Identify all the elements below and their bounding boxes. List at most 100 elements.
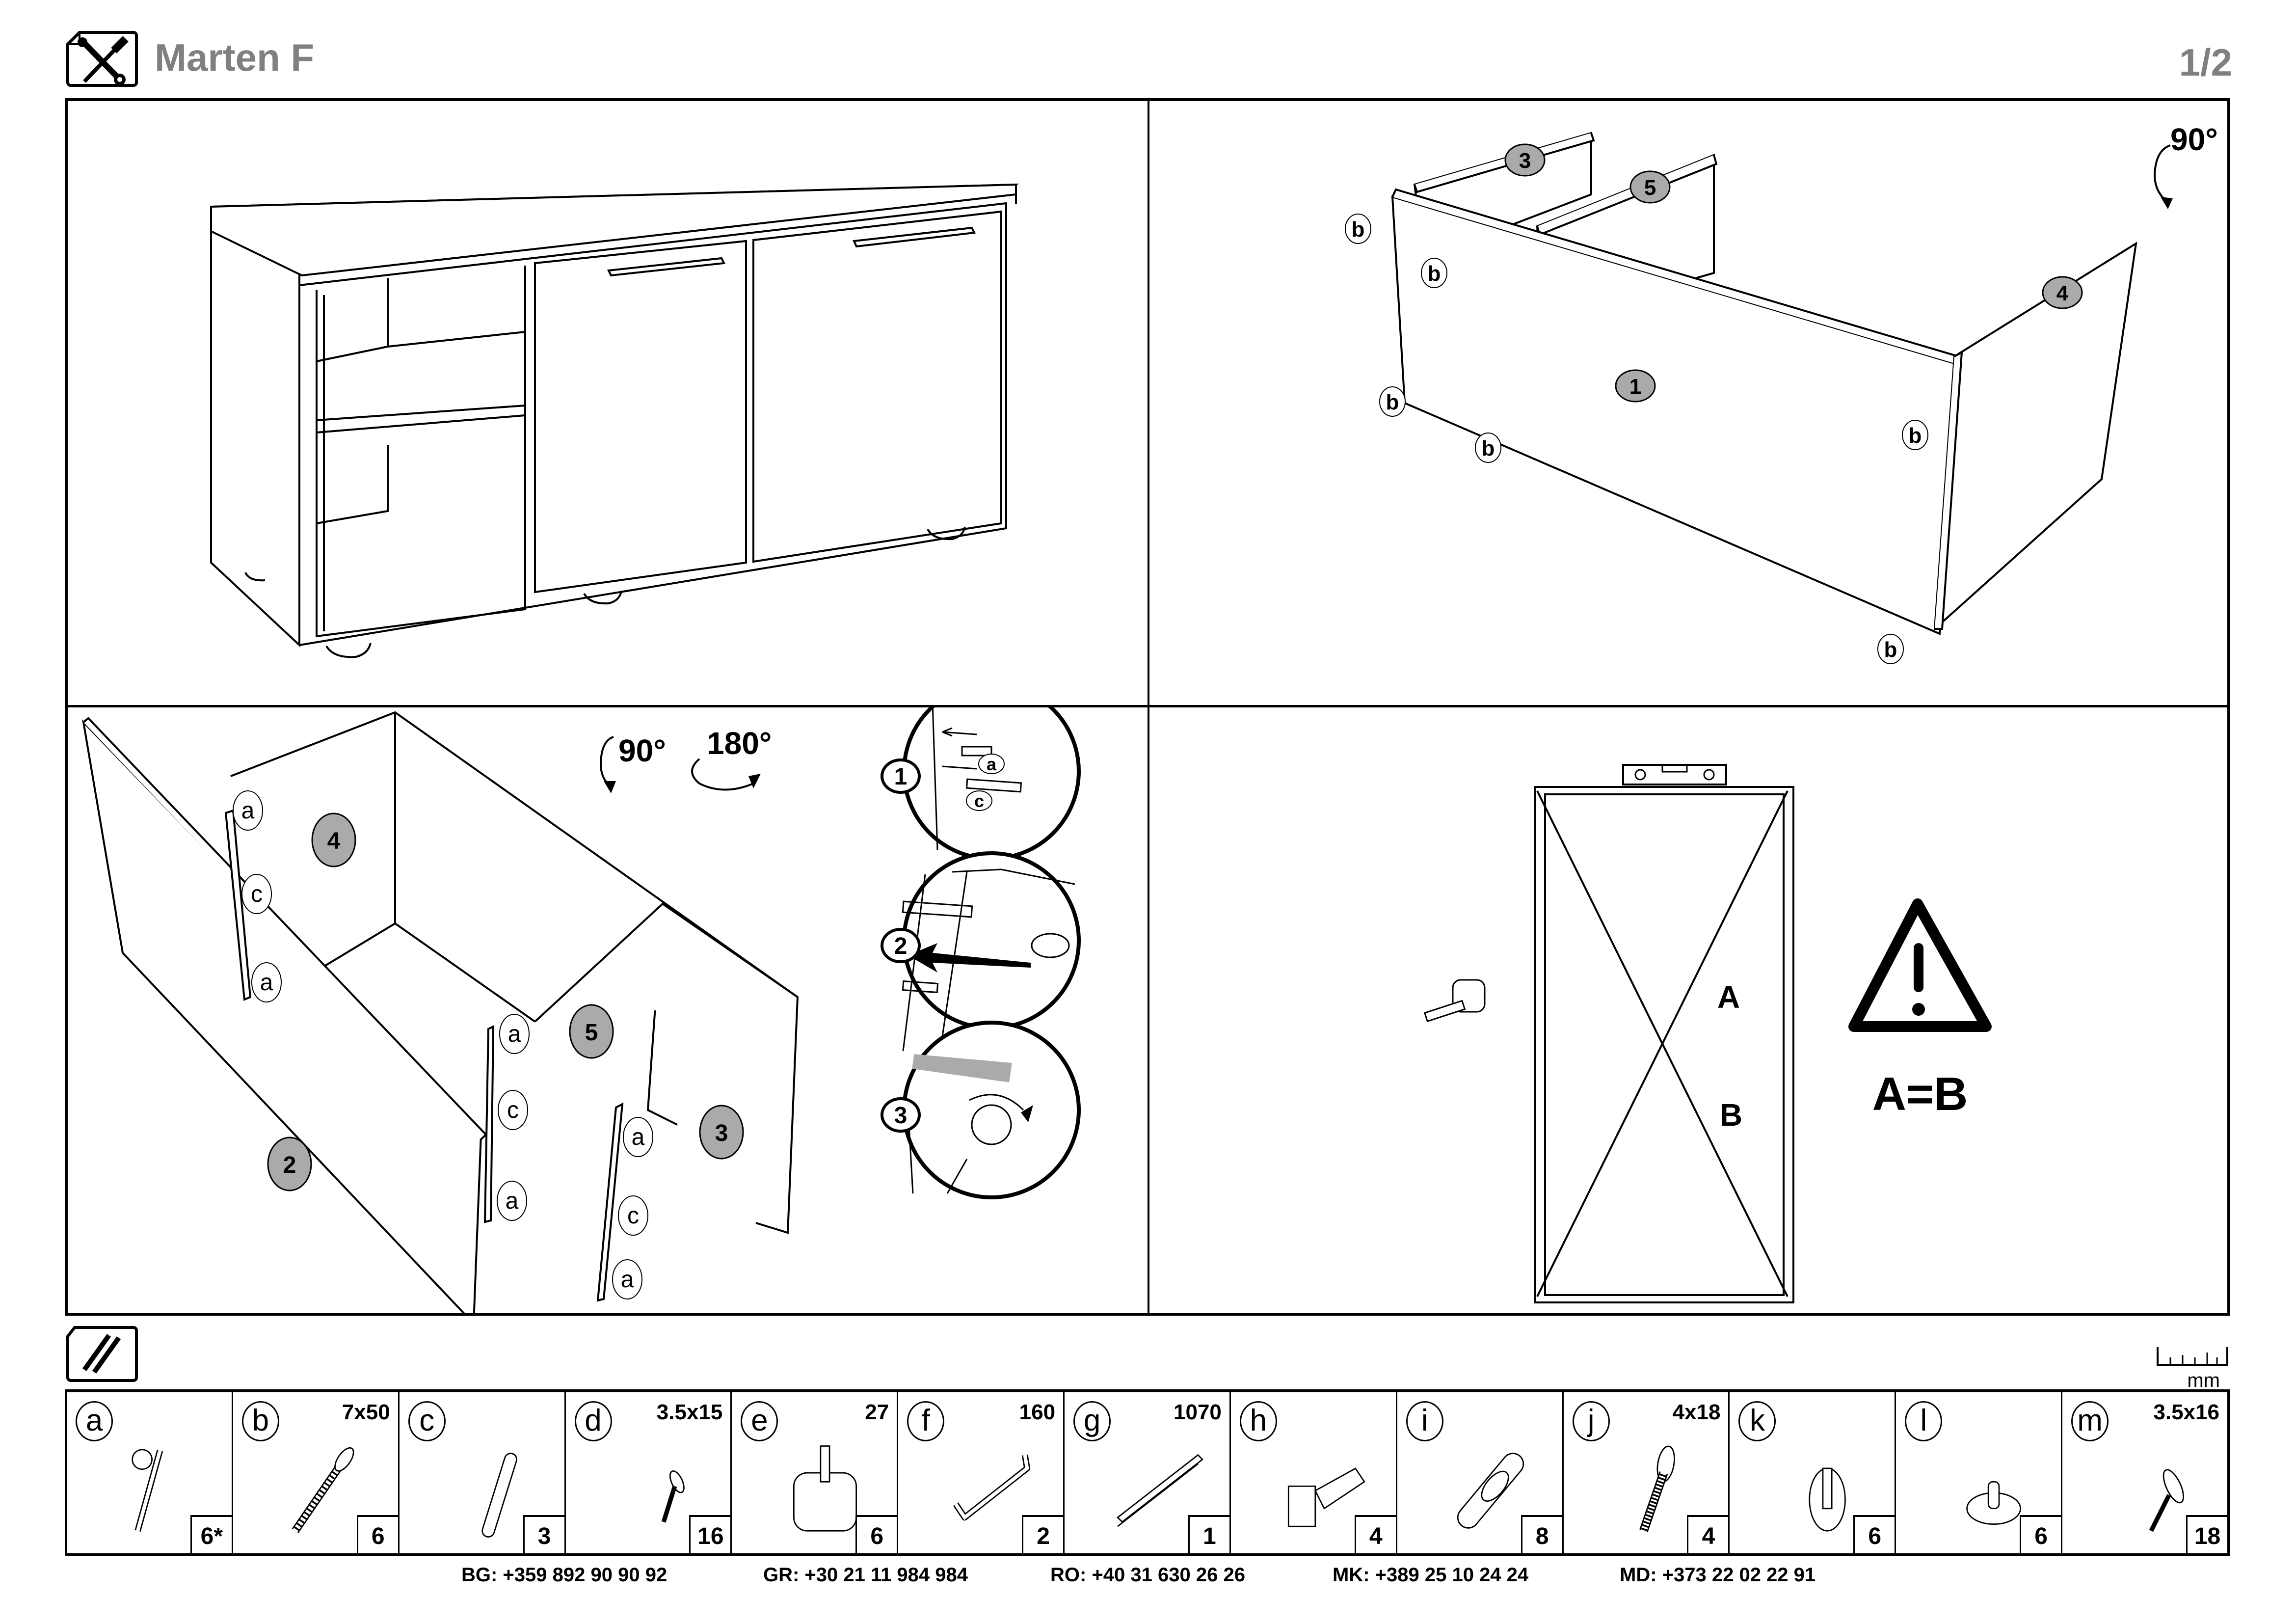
fastener-label-a: a <box>508 1021 521 1047</box>
part-letter: e <box>741 1401 778 1441</box>
handle-icon <box>953 1454 1031 1521</box>
foot-icon <box>793 1445 857 1532</box>
part-size: 27 <box>865 1400 889 1424</box>
part-quantity: 18 <box>2186 1515 2227 1553</box>
part-label-3: 3 <box>1519 149 1531 173</box>
page-number: 1/2 <box>2179 41 2232 84</box>
part-quantity: 6 <box>2020 1515 2061 1553</box>
detail-number-3: 3 <box>894 1103 908 1129</box>
fastener-label-c: c <box>507 1097 519 1123</box>
part-letter: f <box>907 1401 945 1441</box>
equation-label: A=B <box>1872 1068 1968 1120</box>
part-quantity: 4 <box>1354 1515 1396 1553</box>
part-letter: a <box>76 1401 113 1441</box>
hardware-item-a: a 6* <box>67 1392 233 1553</box>
step-1-panel: 3 5 1 4 b b b b b b 90° <box>1149 101 2227 704</box>
part-quantity: 3 <box>523 1515 564 1553</box>
tape-measure-icon <box>1423 979 1486 1023</box>
diagonal-label-a: A <box>1717 979 1740 1015</box>
cabinet-illustration <box>210 183 1019 658</box>
detail-part-c: c <box>974 791 984 811</box>
step-3-panel: A B A=B <box>1149 707 2227 1313</box>
fastener-label-a: a <box>506 1188 519 1214</box>
fastener-label-b: b <box>1386 390 1399 414</box>
part-quantity: 6 <box>1853 1515 1895 1553</box>
part-size: 4x18 <box>1672 1400 1721 1424</box>
unit-label: mm <box>2187 1370 2220 1391</box>
detail-number-2: 2 <box>894 933 908 959</box>
spirit-level-icon <box>1622 764 1727 785</box>
detail-part-a: a <box>987 754 997 774</box>
part-label-5: 5 <box>585 1020 598 1046</box>
part-letter: h <box>1239 1401 1277 1441</box>
overview-panel <box>69 101 1147 704</box>
part-labels: 3 5 1 4 <box>1504 143 2083 403</box>
machine-screw-icon <box>1639 1445 1675 1533</box>
confirmat-screw-icon <box>292 1447 354 1533</box>
pan-screw-icon <box>2149 1469 2185 1532</box>
part-size: 1070 <box>1174 1400 1222 1424</box>
part-size: 160 <box>1019 1400 1056 1424</box>
part-letter: j <box>1572 1401 1610 1441</box>
fastener-label-a: a <box>621 1267 634 1293</box>
hardware-item-f: f 160 2 <box>898 1392 1065 1553</box>
fastener-label-a: a <box>260 970 273 996</box>
contact-gr: GR: +30 21 11 984 984 <box>763 1564 968 1586</box>
fastener-label-b: b <box>1909 424 1922 448</box>
dowel-icon <box>481 1453 517 1538</box>
fastener-label-b: b <box>1428 262 1441 286</box>
part-letter: c <box>408 1401 446 1441</box>
part-letter: g <box>1073 1401 1111 1441</box>
part-quantity: 4 <box>1687 1515 1729 1553</box>
part-letter: k <box>1738 1401 1776 1441</box>
hardware-item-j: j 4x18 4 <box>1564 1392 1730 1553</box>
rotation-90-label: 90° <box>618 733 666 768</box>
horizontal-divider <box>65 705 2230 707</box>
diagonal-label-b: B <box>1720 1097 1742 1133</box>
part-letter: b <box>241 1401 279 1441</box>
glide-icon <box>1966 1481 2022 1525</box>
step-2-illustration: 4 5 3 2 a c a a c a a c <box>81 707 1081 1313</box>
part-label-4: 4 <box>327 828 341 854</box>
fastener-label-a: a <box>241 798 255 824</box>
contact-bg: BG: +359 892 90 90 92 <box>461 1564 667 1586</box>
contact-ro: RO: +40 31 630 26 26 <box>1050 1564 1245 1586</box>
part-letter: l <box>1905 1401 1943 1441</box>
part-quantity: 2 <box>1022 1515 1064 1553</box>
tools-icon <box>65 29 138 88</box>
cam-lock-icon <box>132 1449 163 1532</box>
fastener-label-b: b <box>1482 436 1495 460</box>
rotate-icon <box>2153 144 2173 209</box>
document-title: Marten F <box>155 36 315 79</box>
part-quantity: 16 <box>689 1515 731 1553</box>
part-letter: d <box>574 1401 612 1441</box>
warning-icon <box>1848 898 1992 1032</box>
fastener-label-c: c <box>627 1203 639 1229</box>
step-3-illustration: A B A=B <box>1423 764 1992 1303</box>
fastener-label-b: b <box>1884 638 1897 662</box>
rotation-label: 90° <box>2170 122 2218 157</box>
screws-icon <box>65 1326 138 1382</box>
part-labels: 4 5 3 2 <box>267 812 744 1191</box>
rotation-180-label: 180° <box>707 726 772 761</box>
detail-number-1: 1 <box>894 764 908 790</box>
part-label-3: 3 <box>715 1120 728 1146</box>
fastener-labels <box>1345 214 1928 664</box>
part-quantity: 6* <box>190 1515 232 1553</box>
part-label-4: 4 <box>2056 281 2069 305</box>
rotate-90-icon <box>599 736 616 793</box>
part-letter: i <box>1406 1401 1443 1441</box>
part-label-5: 5 <box>1644 176 1656 200</box>
part-quantity: 8 <box>1521 1515 1562 1553</box>
part-letter: m <box>2071 1401 2109 1441</box>
fastener-label-c: c <box>251 881 263 907</box>
